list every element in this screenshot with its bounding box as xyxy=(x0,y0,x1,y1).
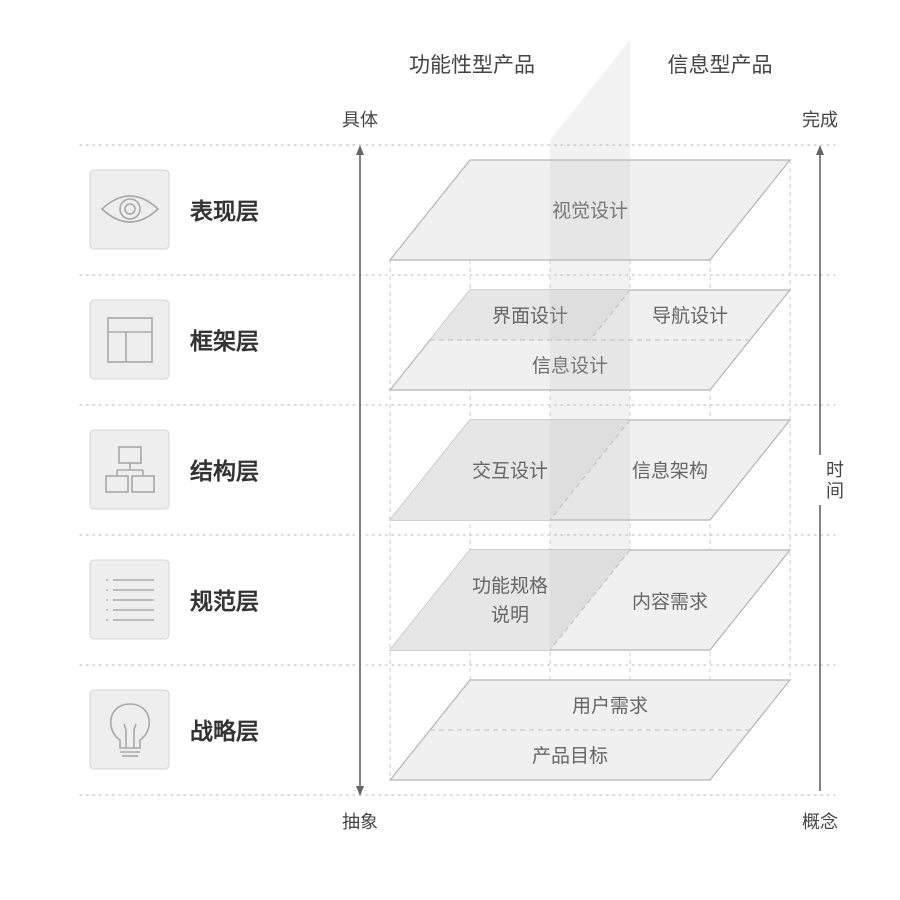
left-axis: 具体 抽象 xyxy=(342,110,378,833)
product-objectives-label: 产品目标 xyxy=(532,745,608,767)
plane-divider xyxy=(549,419,631,521)
structure-plane: 交互设计 信息架构 xyxy=(388,419,792,521)
skeleton-plane: 界面设计 导航设计 信息设计 xyxy=(388,289,792,391)
functional-spec-label: 功能规格 xyxy=(472,575,548,597)
information-design-label: 信息设计 xyxy=(532,355,608,377)
layer-name-skeleton: 框架层 xyxy=(190,329,259,355)
icon-box xyxy=(89,169,170,250)
layer-name-strategy: 战略层 xyxy=(190,718,259,745)
strategy-plane: 用户需求 产品目标 xyxy=(388,679,792,781)
scope-plane: 功能规格 说明 内容需求 xyxy=(388,549,792,651)
layer-row-skeleton: 框架层 xyxy=(89,299,259,380)
layer-row-structure: 结构层 xyxy=(89,429,259,510)
navigation-design-label: 导航设计 xyxy=(652,305,728,327)
conception-label: 概念 xyxy=(802,811,838,833)
layer-name-surface: 表现层 xyxy=(190,199,259,225)
layer-row-strategy: 战略层 xyxy=(89,689,259,770)
functional-spec-label-line2: 说明 xyxy=(491,604,529,626)
product-divider-band xyxy=(550,40,630,650)
right-axis: 完成 概念 时 间 xyxy=(802,110,844,833)
plane-shape xyxy=(388,679,792,781)
sitemap-icon xyxy=(105,446,155,493)
abstract-label: 抽象 xyxy=(342,812,378,833)
plane-divider xyxy=(549,549,631,651)
functional-product-header: 功能性型产品 xyxy=(409,53,535,77)
layer-name-structure: 结构层 xyxy=(190,458,259,485)
layout-icon xyxy=(107,317,153,363)
completion-label: 完成 xyxy=(802,110,838,131)
lightbulb-icon xyxy=(109,703,151,757)
user-needs-label: 用户需求 xyxy=(572,695,648,717)
layer-row-scope: 规范层 xyxy=(89,559,259,640)
time-label-line2: 间 xyxy=(826,481,844,502)
interaction-design-label: 交互设计 xyxy=(472,460,548,482)
list-icon xyxy=(106,579,154,621)
time-label-gap xyxy=(812,455,828,505)
eye-icon xyxy=(100,195,160,223)
content-requirements-label: 内容需求 xyxy=(632,591,708,613)
plane-shape xyxy=(388,159,792,261)
separator-lines xyxy=(79,144,836,796)
interface-design-label: 界面设计 xyxy=(492,305,568,327)
concrete-label: 具体 xyxy=(342,110,378,131)
info-product-header: 信息型产品 xyxy=(668,53,773,77)
plane-shade xyxy=(390,420,630,520)
plane-shade xyxy=(390,550,630,650)
icon-box xyxy=(89,299,170,380)
icon-box xyxy=(89,689,170,770)
visual-design-label: 视觉设计 xyxy=(552,200,628,222)
layer-row-surface: 表现层 xyxy=(89,169,259,250)
plane-shade xyxy=(430,290,630,340)
surface-plane: 视觉设计 xyxy=(388,159,792,261)
information-architecture-label: 信息架构 xyxy=(632,460,708,482)
time-label: 时 xyxy=(826,460,844,481)
plane-divider xyxy=(589,289,631,341)
layer-name-scope: 规范层 xyxy=(190,589,259,615)
